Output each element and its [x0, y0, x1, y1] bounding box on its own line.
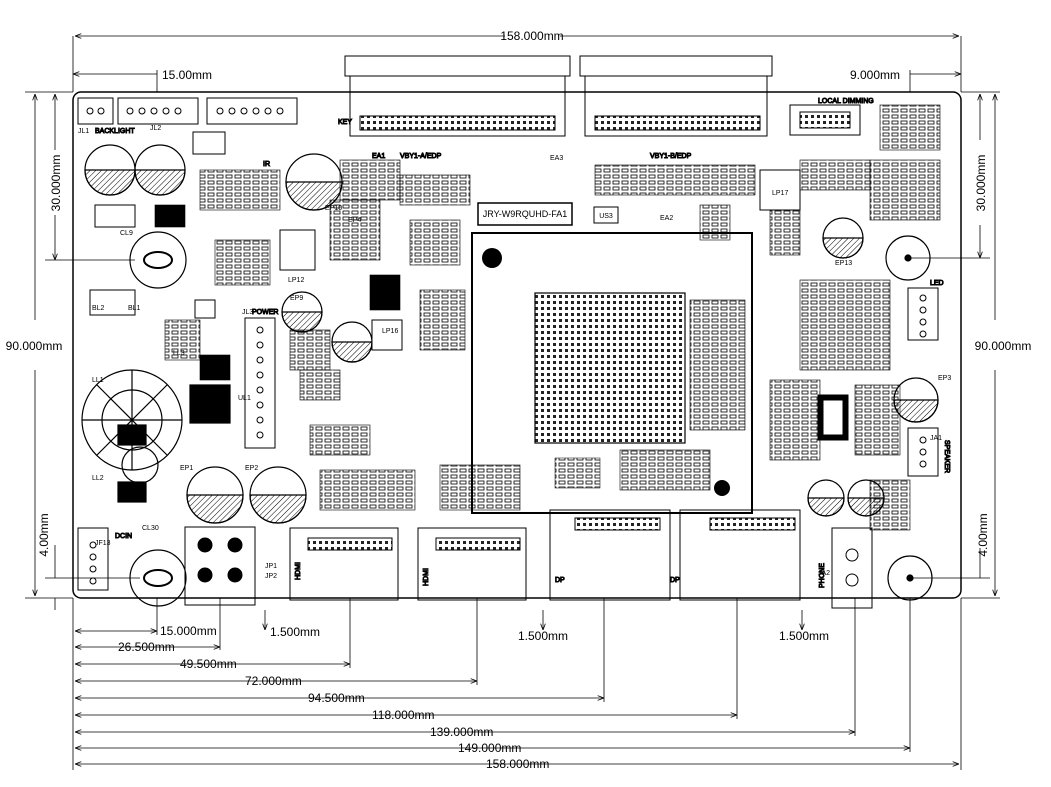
dim-gap-mid: 1.500mm [518, 629, 568, 643]
bottom-dimensions: 15.000mm 26.500mm 49.500mm 72.000mm 94.5… [72, 598, 962, 771]
dim-right-height: 90.000mm [975, 339, 1032, 353]
board-outline [72, 91, 962, 599]
ref-jl1: JL1 [78, 128, 89, 135]
ref-cl9: CL9 [120, 230, 133, 237]
ref-ep13: EP13 [835, 260, 852, 267]
capacitors [84, 144, 939, 524]
key-label: KEY [338, 119, 352, 126]
power-label: POWER [252, 309, 278, 316]
ref-ul1: UL1 [238, 395, 251, 402]
ref-lp17: LP17 [772, 190, 788, 197]
ref-ll1: LL1 [92, 377, 104, 384]
ref-us1: EA3 [550, 155, 563, 162]
dim-gap-left: 1.500mm [270, 625, 320, 639]
ref-hs1: EA2 [660, 215, 673, 222]
dim-right-bottom: 4.00mm [976, 513, 990, 556]
ref-jl3: JL3 [242, 309, 253, 316]
dim-chain-7: 149.000mm [458, 741, 521, 755]
dim-chain-0: 15.000mm [160, 624, 217, 638]
led-label: LED [930, 280, 944, 287]
inductor [81, 369, 231, 503]
dim-right-top: 30.000mm [974, 155, 988, 212]
main-soc: JRY-W9RQUHD-FA1 US3 [471, 202, 753, 514]
dcin-label: DCIN [115, 533, 132, 540]
top-dimension: 158.000mm 15.00mm 9.000mm [72, 29, 962, 92]
left-dimension: 90.000mm 30.000mm 4.00mm [6, 91, 140, 610]
backlight-connectors: BACKLIGHT IR KEY [77, 97, 353, 169]
dim-top-right: 9.000mm [850, 68, 900, 82]
ref-bl1: BL1 [128, 305, 141, 312]
speaker-label: SPEAKER [943, 440, 950, 473]
vby1-connectors: VBY1-A/EDP VBY1-B/EDP EA1 [344, 55, 773, 161]
power-connector: POWER [244, 309, 279, 449]
ref-ll3: LL3 [173, 350, 185, 357]
dim-left-top: 30.000mm [49, 155, 63, 212]
right-connectors: LOCAL DIMMING LED SPEAKER [789, 98, 951, 477]
dim-left-bottom: 4.00mm [37, 513, 51, 556]
dim-chain-6: 139.000mm [430, 725, 493, 739]
mounting-holes [129, 231, 933, 607]
dim-top-width: 158.000mm [500, 29, 563, 43]
dim-chain-3: 72.000mm [245, 674, 302, 688]
ref-cl30: CL30 [142, 525, 159, 532]
hdmi1-label: HDMI [295, 562, 302, 580]
ref-vcc: EA1 [372, 153, 385, 160]
hdmi2-label: HDMI [423, 568, 430, 586]
local-dimming-label: LOCAL DIMMING [818, 98, 874, 105]
chip-marking: JRY-W9RQUHD-FA1 [483, 209, 568, 219]
ref-jl2: JL2 [150, 125, 161, 132]
dim-chain-5: 118.000mm [372, 708, 434, 722]
bottom-connectors: DCIN HDMI HDMI DP DP PHONE [77, 509, 873, 609]
ref-ep3: EP3 [938, 375, 951, 382]
ref-bl2: BL2 [92, 305, 105, 312]
vby1-a-label: VBY1-A/EDP [400, 153, 442, 160]
ref-ja1: JA1 [930, 435, 942, 442]
dim-top-left: 15.00mm [162, 68, 212, 82]
backlight-label: BACKLIGHT [95, 128, 135, 135]
ref-ll2: LL2 [92, 475, 104, 482]
dim-chain-4: 94.500mm [308, 691, 365, 705]
dim-chain-8: 158.000mm [486, 757, 549, 771]
dim-chain-2: 49.500mm [180, 657, 237, 671]
vby1-b-label: VBY1-B/EDP [650, 153, 692, 160]
dim-chain-1: 26.500mm [118, 640, 175, 654]
dim-gap-right: 1.500mm [779, 629, 829, 643]
ref-ep4: EP4 [348, 217, 361, 224]
phone-label: PHONE [819, 563, 826, 588]
ref-lp12: LP12 [288, 277, 304, 284]
ref-ep9: EP9 [290, 295, 303, 302]
ir-label: IR [263, 161, 270, 168]
ref-ja2: JA2 [818, 570, 830, 577]
right-dimension: 90.000mm 30.000mm 4.00mm [905, 91, 1032, 599]
ref-ep2: EP2 [245, 465, 258, 472]
ref-lp16: LP16 [382, 328, 398, 335]
dim-left-height: 90.000mm [6, 339, 63, 353]
ref-jf13: JF13 [95, 540, 111, 547]
ref-jp1: JP1 [265, 563, 277, 570]
ref-labels: BL2 BL1 JL2 JL3 CL9 LP12 LP16 LP17 EP1 E… [78, 125, 951, 580]
dp1-label: DP [555, 577, 565, 584]
dp2-label: DP [670, 577, 680, 584]
ref-jp2: JP2 [265, 573, 277, 580]
ref-ep10: EP10 [325, 205, 342, 212]
us-label: US3 [599, 213, 613, 220]
smd-clusters [89, 104, 941, 531]
ref-ep1: EP1 [180, 465, 193, 472]
